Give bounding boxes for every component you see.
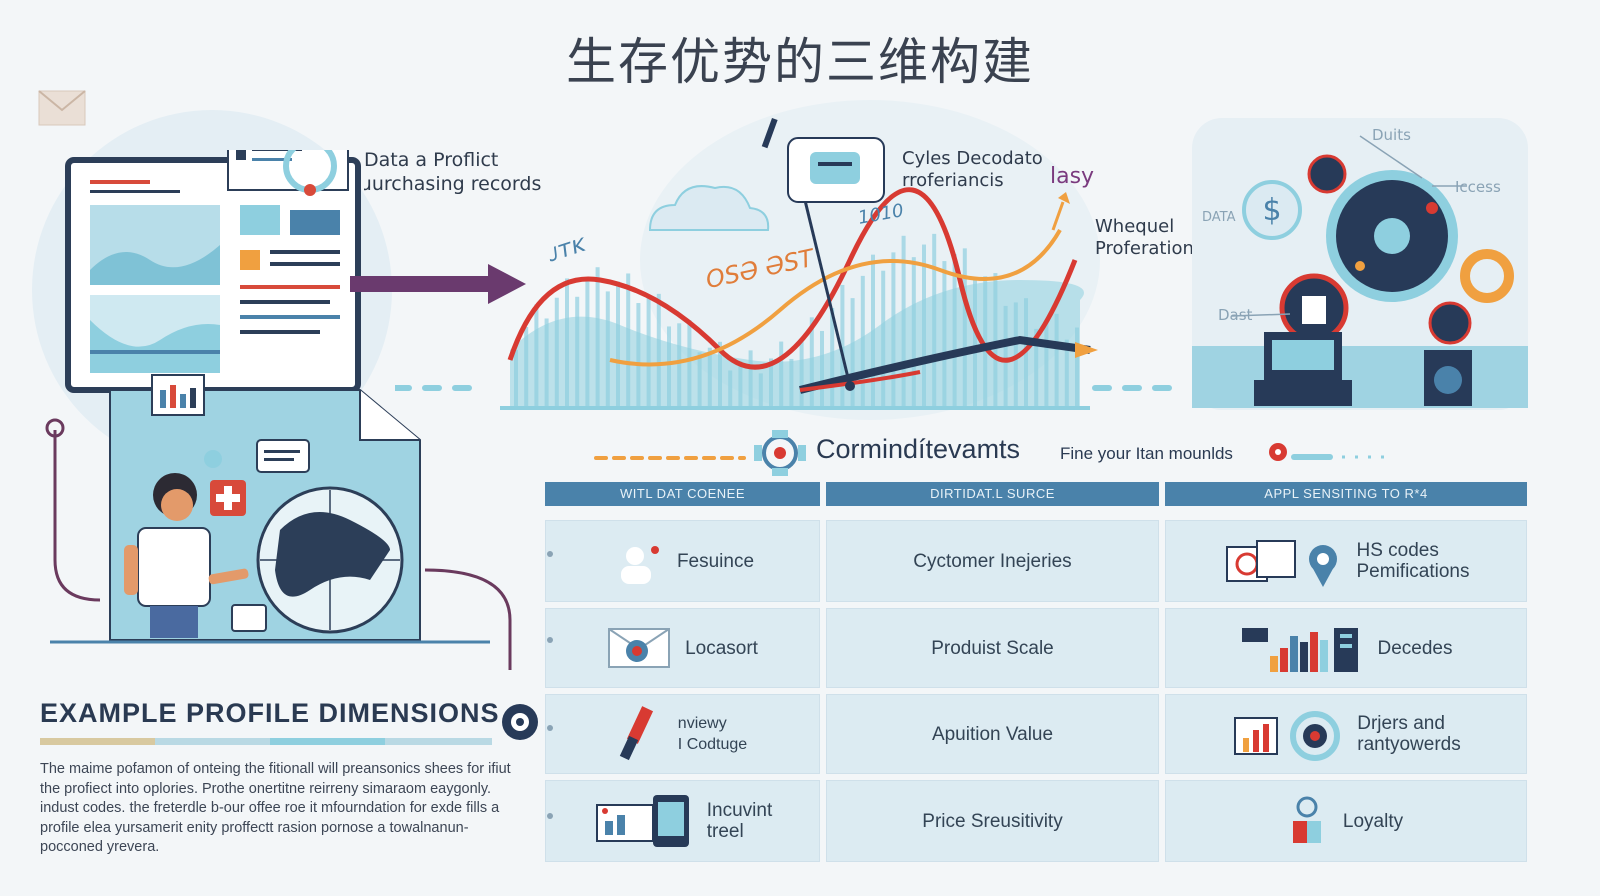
envelope-pin-icon (608, 628, 671, 668)
person-icon (620, 546, 659, 584)
table-header-3: APPL SENSITING TO R*4 (1165, 482, 1527, 506)
proferations-label: Whequel Proferations (1095, 216, 1203, 260)
table-cell-r3-c2: Apuition Value (826, 694, 1159, 774)
table-dots (547, 551, 553, 819)
loyalty-icon (1292, 796, 1321, 843)
gear-icon (502, 704, 538, 740)
label-line-1: Whequel (1095, 216, 1175, 237)
connector-icon (754, 430, 806, 476)
data-label: DATA (1202, 210, 1236, 225)
pen-icon (619, 706, 653, 761)
table-header-1: WITL DAT COENEE (545, 482, 820, 506)
table-cell-r1-c2: Cyctomer Inejeries (826, 520, 1159, 602)
lasy-label: lasy (1050, 164, 1095, 189)
section-decoration-right (1269, 443, 1390, 461)
mail-icon (38, 90, 86, 126)
table-cell-r4-c2: Price Sreusitivity (826, 780, 1159, 862)
table-cell-r1-c1: Fesuince (545, 520, 820, 602)
table-cell-r4-c1: Incuvint treel (545, 780, 820, 862)
dashed-connector (395, 385, 1188, 391)
gears-illustration: $ (1192, 118, 1528, 410)
table-cell-r3-c3: Drjers and rantyowerds (1165, 694, 1527, 774)
table-cell-r3-c1: nviewy I Codtuge (545, 694, 820, 774)
profile-title: Example profile dimensions (40, 698, 500, 728)
section-title: Cormindítevamts (816, 434, 1021, 464)
page-title: 生存优势的三维构建 (566, 33, 1034, 91)
bar-chart-icon (1241, 628, 1358, 672)
label-line-1: Cyles Decodato (902, 148, 1043, 169)
table-cell-r2-c1: Locasort (545, 608, 820, 688)
wave-chart (500, 117, 1098, 410)
duits-label: Duits (1372, 126, 1411, 144)
table-header-2: DIRTIDAT.L SURCE (826, 482, 1159, 506)
data-dashboard-illustration (45, 150, 512, 670)
table-cell-r4-c3: Loyalty (1165, 780, 1527, 862)
label-line-1: Data a Proflict (364, 149, 499, 171)
purchasing-records-label: Data a Proflict ɹurchasing records (364, 148, 541, 196)
table-cell-r2-c3: Decedes (1165, 608, 1527, 688)
decodato-label: Cyles Decodato rroferiancis (902, 148, 1043, 192)
label-line-2: Proferations (1095, 238, 1204, 259)
label-line-2: rroferiancis (902, 170, 1004, 191)
profile-description: The maime pofamon of onteing the fitiona… (40, 761, 511, 855)
section-subtitle: Fine your Itan mounlds (1060, 444, 1233, 463)
devices-icon (595, 795, 689, 847)
dast-label: Dast (1218, 306, 1253, 324)
hs-codes-icon (1225, 540, 1337, 587)
svg-text:$: $ (1262, 193, 1281, 228)
table-cell-r1-c3: HS codes Pemifications (1165, 520, 1527, 602)
chart-gauge-icon (1234, 711, 1341, 761)
table-cell-r2-c2: Produist Scale (826, 608, 1159, 688)
flow-arrow (350, 264, 526, 304)
profile-title-underline (40, 738, 492, 745)
label-line-2: ɹurchasing records (364, 173, 542, 195)
section-decoration-left (594, 456, 746, 460)
iccess-label: Iccess (1455, 178, 1501, 196)
